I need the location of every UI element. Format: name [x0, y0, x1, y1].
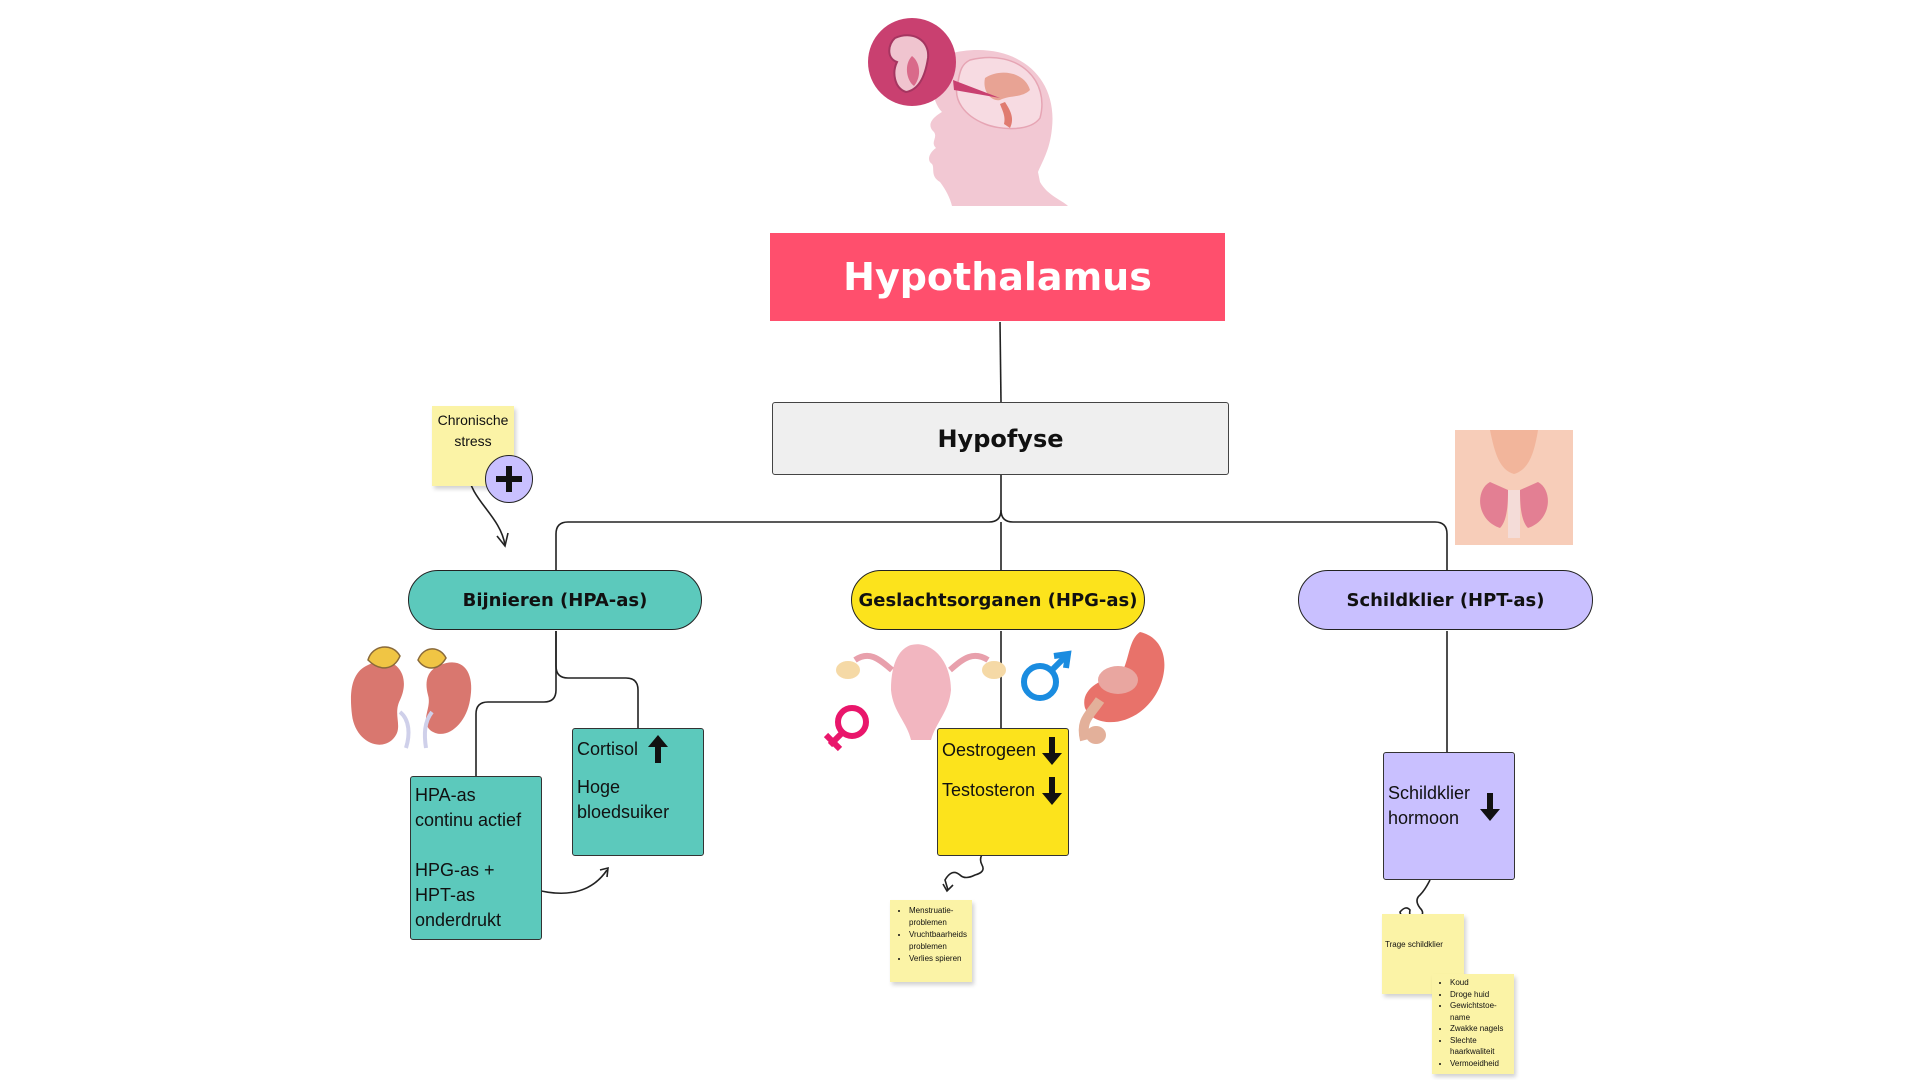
hypothalamus-title: Hypothalamus: [770, 233, 1225, 321]
hpg-axis-pill: Geslachtsorganen (HPG-as): [851, 570, 1145, 630]
thyroid-symptom-item: Slechte haarkwaliteit: [1450, 1035, 1512, 1058]
uterus-illustration: [836, 644, 1006, 740]
plus-icon: [485, 455, 533, 503]
hpa-status-card: HPA-as continu actief HPG-as + HPT-as on…: [410, 776, 542, 940]
hpa-card-line1: HPA-as: [415, 785, 476, 805]
brain-head-illustration: [868, 18, 1068, 206]
hpa-card-line5: onderdrukt: [415, 910, 502, 930]
arrow-down-icon: [1042, 737, 1062, 765]
arrow-down-icon: [1480, 793, 1501, 821]
hpa-card-line4: HPT-as: [415, 885, 476, 905]
cortisol-card: Cortisol Hoge bloedsuiker: [572, 728, 704, 856]
male-reproductive-illustration: [1078, 632, 1165, 744]
male-symbol-icon: [1021, 650, 1072, 701]
cortisol-card-line2: bloedsuiker: [577, 802, 670, 822]
female-symbol-icon: [823, 705, 869, 752]
thyroid-hormone-card: Schildklier hormoon: [1383, 752, 1515, 880]
arrow-down-icon: [1042, 777, 1062, 805]
thyroid-neck-illustration: [1455, 430, 1573, 545]
arrow-up-icon: [648, 735, 669, 763]
cortisol-card-line1: Hoge: [577, 777, 621, 797]
sex-hormone-card: Oestrogeen Testosteron: [937, 728, 1069, 856]
thyroid-card-line2: hormoon: [1388, 808, 1460, 828]
stress-note-line2: stress: [454, 433, 492, 449]
slow-thyroid-title: Trage schildklier: [1385, 940, 1443, 949]
thyroid-symptom-item: Koud: [1450, 977, 1512, 989]
hpg-effect-item: Vruchtbaarheids problemen: [909, 929, 969, 953]
stress-note-line1: Chronische: [437, 412, 509, 428]
thyroid-symptom-item: Zwakke nagels: [1450, 1023, 1512, 1035]
kidneys-illustration: [350, 646, 472, 749]
thyroid-symptom-item: Gewichtstoe-name: [1450, 1000, 1512, 1023]
hpg-effect-item: Verlies spieren: [909, 953, 969, 965]
hypofyse-box: Hypofyse: [772, 402, 1229, 475]
cortisol-label: Cortisol: [577, 738, 639, 759]
thyroid-symptom-item: Droge huid: [1450, 989, 1512, 1001]
hpt-axis-pill: Schildklier (HPT-as): [1298, 570, 1593, 630]
hpa-card-line2: continu actief: [415, 810, 522, 830]
hpg-effects-note: Menstruatie-problemen Vruchtbaarheids pr…: [890, 900, 972, 982]
hpa-card-line3: HPG-as +: [415, 860, 495, 880]
estrogen-label: Oestrogeen: [942, 739, 1037, 760]
thyroid-symptom-item: Vermoeidheid: [1450, 1058, 1512, 1070]
thyroid-card-line1: Schildklier: [1388, 783, 1471, 803]
hpg-effect-item: Menstruatie-problemen: [909, 905, 969, 929]
thyroid-symptoms-note: Koud Droge huid Gewichtstoe-name Zwakke …: [1432, 974, 1514, 1074]
testosterone-label: Testosteron: [942, 779, 1036, 800]
hpa-axis-pill: Bijnieren (HPA-as): [408, 570, 702, 630]
